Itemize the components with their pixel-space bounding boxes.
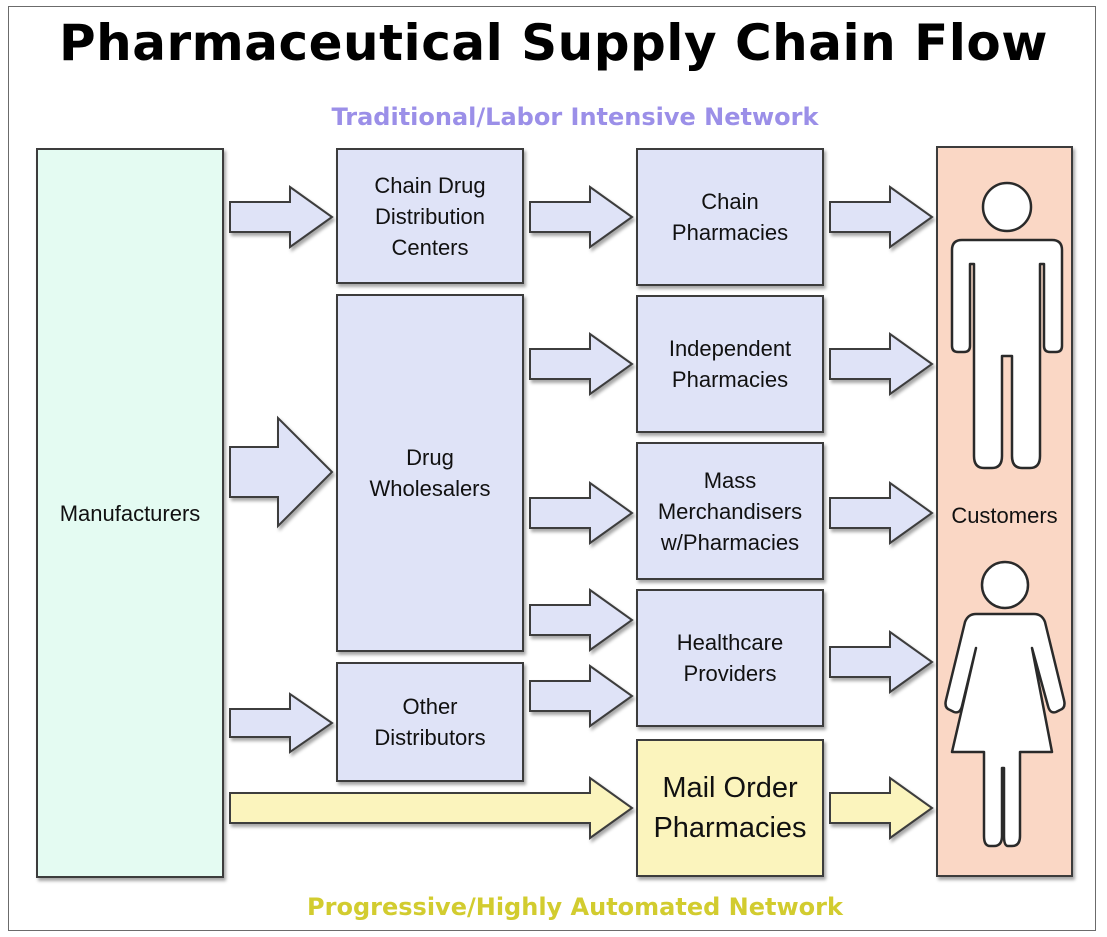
arrow-wholesalers-to-mass-merchandisers — [529, 481, 634, 545]
progressive-network-label: Progressive/Highly Automated Network — [307, 893, 843, 921]
arrow-manufacturers-to-chain-drug-dc — [229, 185, 334, 249]
arrow-mail-order-to-customers — [829, 776, 934, 840]
drug-wholesalers-box: Drug Wholesalers — [336, 294, 524, 652]
chain-pharmacies-box: Chain Pharmacies — [636, 148, 824, 286]
manufacturers-box: Manufacturers — [36, 148, 224, 878]
customers-label: Customers — [951, 503, 1058, 528]
arrow-chain-pharmacies-to-customers — [829, 185, 934, 249]
other-distributors-label: Other Distributors — [374, 694, 486, 750]
male-figure-icon — [950, 181, 1064, 470]
page-title: Pharmaceutical Supply Chain Flow — [59, 14, 1048, 72]
arrow-wholesalers-to-independent — [529, 332, 634, 396]
independent-pharmacies-label: Independent Pharmacies — [668, 336, 792, 392]
arrow-wholesalers-to-healthcare — [529, 588, 634, 652]
manufacturers-label: Manufacturers — [59, 500, 201, 526]
healthcare-providers-box: Healthcare Providers — [636, 589, 824, 727]
arrow-manufacturers-to-mail-order — [229, 776, 634, 840]
independent-pharmacies-box: Independent Pharmacies — [636, 295, 824, 433]
mail-order-pharmacies-box: Mail Order Pharmacies — [636, 739, 824, 877]
arrow-manufacturers-to-drug-wholesalers — [229, 415, 334, 529]
chain-pharmacies-label: Chain Pharmacies — [671, 189, 789, 245]
arrow-healthcare-to-customers — [829, 630, 934, 694]
arrow-manufacturers-to-other-distributors — [229, 692, 334, 754]
arrow-independent-to-customers — [829, 332, 934, 396]
mass-merchandisers-label: Mass Merchandisers w/Pharmacies — [657, 467, 803, 555]
drug-wholesalers-label: Drug Wholesalers — [369, 445, 491, 501]
arrow-chain-dc-to-chain-pharmacies — [529, 185, 634, 249]
arrow-mass-merchandisers-to-customers — [829, 481, 934, 545]
chain-drug-distribution-centers-label: Chain Drug Distribution Centers — [374, 172, 486, 260]
female-figure-icon — [944, 560, 1066, 848]
mass-merchandisers-box: Mass Merchandisers w/Pharmacies — [636, 442, 824, 580]
arrow-other-distributors-to-healthcare — [529, 664, 634, 728]
healthcare-providers-label: Healthcare Providers — [676, 630, 784, 686]
mail-order-pharmacies-label: Mail Order Pharmacies — [653, 772, 807, 844]
other-distributors-box: Other Distributors — [336, 662, 524, 782]
chain-drug-distribution-centers-box: Chain Drug Distribution Centers — [336, 148, 524, 284]
traditional-network-label: Traditional/Labor Intensive Network — [331, 103, 819, 131]
